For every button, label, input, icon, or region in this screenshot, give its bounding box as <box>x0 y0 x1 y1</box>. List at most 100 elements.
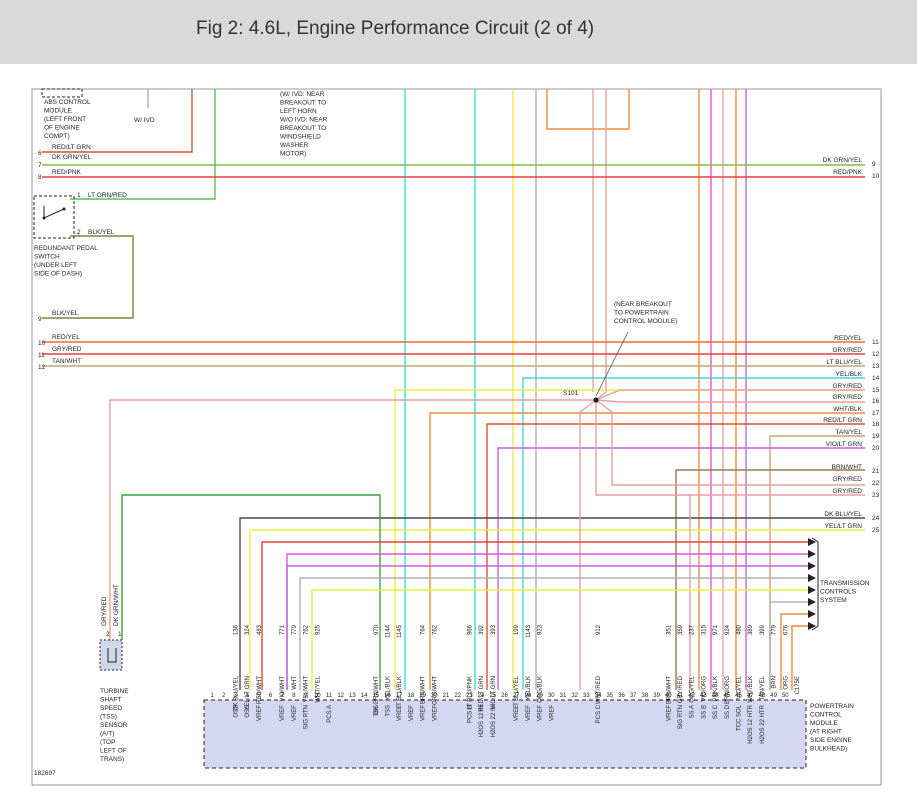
pcm-pin-wire-color: YEL/LT GRN <box>245 676 251 710</box>
pcm-pin-circuit: 971 <box>713 624 719 635</box>
right-wire-number: 22 <box>872 480 880 487</box>
pcm-pin-wire-color: VIO/ORG <box>701 676 707 702</box>
pcm-pin-circuit: 136 <box>233 624 239 635</box>
tcs-arrow <box>808 586 816 594</box>
pedal-pin-label: BLK/YEL <box>88 229 115 236</box>
pcm-pin-circuit: 925 <box>315 624 321 635</box>
near-breakout-label: MOTOR) <box>280 151 306 158</box>
pcm-pin-number: 24 <box>478 693 485 699</box>
pcm-label: CONTROL <box>810 712 842 719</box>
right-wire-number: 11 <box>872 339 879 346</box>
near-breakout-label: WASHER <box>280 142 309 149</box>
pcm-pin-circuit: 966 <box>467 624 473 635</box>
pcm-pin-circuit: 1145 <box>397 624 403 638</box>
pcm-pin-number: 50 <box>782 693 789 699</box>
pedal-pin-number: 2 <box>77 229 81 236</box>
pcm-pin-function: VREF <box>421 705 427 721</box>
pcm-pin-function: VREF <box>666 705 672 721</box>
pcm-pin-circuit: 315 <box>701 624 707 635</box>
near-breakout-label: (W/ IVD: NEAR <box>280 91 325 98</box>
pcm-pin-wire-color: WHT/YEL <box>315 675 321 702</box>
pcm-pin-function: VREF <box>514 705 520 721</box>
pcm-pin-number: 29 <box>536 693 543 699</box>
pcm-pin-function: VREF <box>549 705 555 721</box>
right-wire-number: 17 <box>872 410 880 417</box>
wire-wht-blk-brn <box>429 412 865 690</box>
wire-red-lt-grn-b <box>486 423 865 690</box>
pcm-pin-wire-color: BRN/WHT <box>421 676 427 704</box>
pcm-pin-number: 8 <box>292 693 296 699</box>
pcm-pin-circuit: 351 <box>666 624 672 635</box>
pcm-pin-number: 31 <box>560 693 567 699</box>
pcm-pin-circuit: 483 <box>257 624 263 635</box>
pcm-pin-number: 37 <box>630 693 637 699</box>
tss-label: (TOP <box>100 739 115 746</box>
pcm-pin-wire-color: DK GRN/WHT <box>374 676 380 715</box>
pcm-pin-number: 25 <box>489 693 496 699</box>
pcm-pin-number: 12 <box>337 693 344 699</box>
wire-dk-grn-wht <box>121 494 381 690</box>
pcm-pin-wire-color: BRN <box>772 676 778 689</box>
pcm-pin-number: 33 <box>583 693 590 699</box>
left-wire-label: TAN/WHT <box>52 358 81 365</box>
tcs-arrow <box>808 598 816 606</box>
abs-module-label: (LEFT FRONT <box>44 116 86 123</box>
pcm-pin-circuit: 393 <box>491 624 497 635</box>
wire-to-tcs <box>791 625 808 690</box>
left-wire-label: RED/PNK <box>52 169 82 176</box>
right-wire-label: WHT/BLK <box>833 406 863 413</box>
wire-gry-red-16 <box>595 399 865 403</box>
tcs-arrow <box>808 622 816 630</box>
right-wire-number: 24 <box>872 515 880 522</box>
pcm-pin-circuit: 199 <box>514 624 520 635</box>
pcm-pin-function: SS D <box>725 704 731 719</box>
tss-label: SHAFT <box>100 697 121 704</box>
pcm-pin-circuit: 237 <box>690 624 696 635</box>
tss-coil <box>107 648 117 663</box>
tcs-label: TRANSMISSION <box>820 580 870 587</box>
pcm-pin-circuit: 923 <box>538 624 544 635</box>
pcm-pin-circuit: 912 <box>596 624 602 635</box>
pcm-pin-circuit: 389 <box>748 624 754 635</box>
wire-lt-blu-yel <box>522 377 865 690</box>
pcm-pin-number: 15 <box>372 693 379 699</box>
right-wire-label: RED/PNK <box>833 169 863 176</box>
right-wire-number: 23 <box>872 492 880 499</box>
pcm-pin-wire-color: BRN/ORG <box>725 676 731 704</box>
pcm-pin-number: 38 <box>642 693 649 699</box>
wire-red-lt-grn <box>42 89 193 153</box>
pedal-switch-label: REDUNDANT PEDAL <box>34 245 98 252</box>
pcm-label: SIDE ENGINE <box>810 737 853 744</box>
pcm-pin-circuit: 762 <box>304 624 310 635</box>
near-breakout-label: WINDSHIELD <box>280 134 321 141</box>
pcm-pin-function: VREF <box>280 705 286 721</box>
right-wire-label: GRY/RED <box>833 383 863 390</box>
right-wire-label: YEL/BLK <box>836 371 863 378</box>
pcm-pin-number: 6 <box>269 693 273 699</box>
pcm-pin-wire-color: WHT <box>292 676 298 690</box>
pcm-pin-function: TSS <box>386 705 392 717</box>
pcm-pin-number: 36 <box>618 693 625 699</box>
pcm-pin-wire-color: GRY/RED <box>678 675 684 703</box>
pcm-pin-function: TSS <box>374 705 380 717</box>
wire-orange-loop <box>546 89 630 130</box>
tcs-label: CONTROLS <box>820 589 857 596</box>
abs-module-box <box>41 88 83 98</box>
pcm-pin-function: VREF <box>292 705 298 721</box>
left-wire-number: 11 <box>38 352 45 359</box>
pcm-pin-number: 42 <box>688 693 695 699</box>
wire-yel-blk <box>394 389 865 690</box>
pedal-switch-box <box>33 195 75 239</box>
pcm-pin-number: 2 <box>222 693 226 699</box>
wire-blk-yel <box>42 235 134 319</box>
wire-gry-red-22 <box>595 399 865 486</box>
pcm-pin-circuit: 676 <box>783 624 789 635</box>
pcm-pin-number: 22 <box>454 693 461 699</box>
right-wire-number: 20 <box>872 445 880 452</box>
pcm-pin-wire-color: BRN/WHT <box>666 676 672 704</box>
pcm-pin-number: 47 <box>747 693 754 699</box>
pcm-label: (AT RIGHT <box>810 729 842 736</box>
pcm-pin-wire-color: ORG/BLK <box>538 676 544 703</box>
right-wire-number: 10 <box>872 173 880 180</box>
